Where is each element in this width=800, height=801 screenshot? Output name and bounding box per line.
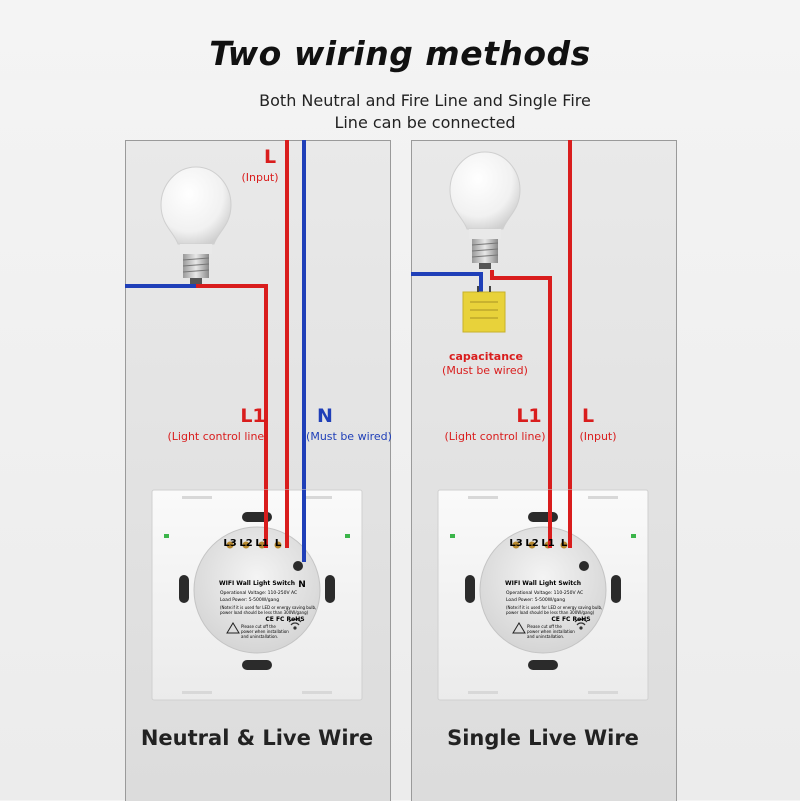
subtitle-line-1: Both Neutral and Fire Line and Single Fi…: [259, 91, 591, 110]
product-name-right: WIFI Wall Light Switch: [505, 580, 581, 587]
warning-icon-right: [512, 622, 526, 634]
left-l1-note: (Light control line): [167, 430, 269, 443]
capacitor-note: (Must be wired): [442, 364, 528, 377]
terminal-label-l2: L2: [525, 538, 539, 549]
right-live-label: L: [581, 405, 595, 427]
left-l1-label: L1: [240, 405, 266, 427]
page-title: Two wiring methods: [209, 34, 591, 73]
capacitor-label: capacitance: [448, 350, 524, 363]
warning-text1-left: Please cut off the: [241, 624, 276, 629]
terminal-label-n: N: [298, 580, 306, 590]
cert-marks-right: CE FC RoHS: [551, 616, 591, 623]
warning-text1-right: Please cut off the: [527, 624, 562, 629]
terminal-label-l1: L1: [541, 538, 555, 549]
right-live-note: (Input): [579, 430, 617, 443]
spec-note1-left: (Note:if it is used for LED or energy sa…: [220, 605, 317, 610]
right-l1-label: L1: [516, 405, 542, 427]
capacitor-icon: [462, 286, 506, 333]
terminal-label-l1: L1: [255, 538, 269, 549]
wifi-icon-right: [574, 618, 588, 630]
light-control-wire-left: [196, 284, 268, 548]
spec-note1-right: (Note:if it is used for LED or energy sa…: [506, 605, 603, 610]
right-l1-note: (Light control line): [444, 430, 546, 443]
light-bulb-icon-right: [449, 151, 521, 269]
spec-note2-left: power load should be less than 300W/gang…: [220, 610, 309, 615]
left-live-label: L: [263, 146, 277, 168]
caption-single-live: Single Live Wire: [447, 726, 639, 750]
light-control-wire-right: [490, 270, 552, 548]
spec-note2-right: power load should be less than 300W/gang…: [506, 610, 595, 615]
wifi-icon-left: [288, 618, 302, 630]
terminal-label-l: L: [274, 538, 282, 549]
left-live-note: (Input): [241, 171, 279, 184]
terminal-label-l: L: [560, 538, 568, 549]
subtitle-line-2: Line can be connected: [334, 113, 516, 132]
spec-voltage-left: Operational Voltage: 110-250V AC: [220, 591, 298, 596]
terminal-label-l3: L3: [509, 538, 523, 549]
spec-power-left: Load Power: 5-500W/gang: [220, 598, 280, 603]
warning-text3-right: and uninstallation.: [527, 634, 565, 639]
left-neutral-label: N: [317, 405, 333, 427]
product-name-left: WIFI Wall Light Switch: [219, 580, 295, 587]
neutral-wire-right: [411, 272, 483, 292]
warning-text2-right: power when installation: [527, 629, 575, 634]
terminal-label-l3: L3: [223, 538, 237, 549]
warning-text3-left: and uninstallation.: [241, 634, 279, 639]
page-subtitle: Both Neutral and Fire Line and Single Fi…: [200, 90, 650, 134]
spec-power-right: Load Power: 5-500W/gang: [506, 598, 566, 603]
caption-neutral-live: Neutral & Live Wire: [140, 726, 374, 750]
warning-text2-left: power when installation: [241, 629, 289, 634]
spec-voltage-right: Operational Voltage: 110-250V AC: [506, 591, 584, 596]
cert-marks-left: CE FC RoHS: [265, 616, 305, 623]
warning-icon-left: [226, 622, 240, 634]
left-neutral-note: (Must be wired): [306, 430, 392, 443]
terminal-label-l2: L2: [239, 538, 253, 549]
light-bulb-icon-left: [160, 166, 232, 284]
